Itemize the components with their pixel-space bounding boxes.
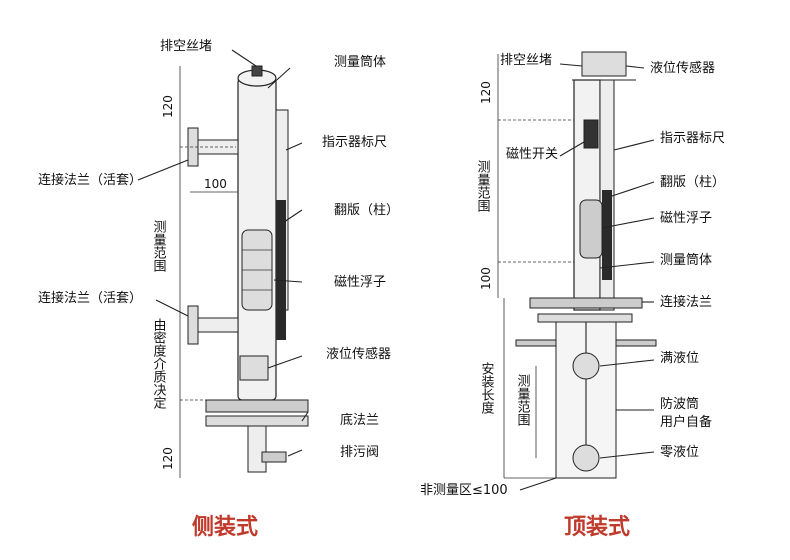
label-full-level-right: 满液位 — [660, 351, 699, 366]
zero-level-float — [572, 444, 600, 472]
flap-column-right — [602, 190, 612, 280]
label-magnetic-switch-right: 磁性开关 — [506, 147, 558, 162]
dim-top-120-left: 120 — [161, 95, 175, 118]
vent-plug-shape — [251, 65, 263, 77]
level-sensor-box — [239, 355, 269, 381]
dim-install-length-right: 安装长度 — [479, 362, 495, 414]
label-connect-flange-top-left: 连接法兰（活套） — [38, 172, 142, 188]
label-flap-column-left: 翻版（柱） — [334, 203, 399, 218]
dim-range2-right: 测量范围 — [515, 374, 531, 426]
label-magnetic-float-left: 磁性浮子 — [334, 275, 386, 290]
label-measure-tube-left: 测量筒体 — [334, 54, 386, 70]
label-vent-plug-right: 排空丝堵 — [500, 53, 552, 68]
top-mount-labels: 排空丝堵 液位传感器 指示器标尺 磁性开关 翻版（柱） 磁性浮子 测量筒体 连接… — [420, 53, 725, 540]
label-vent-plug-left: 排空丝堵 — [160, 39, 212, 54]
dim-range-left: 测量范围 — [151, 220, 167, 272]
caption-left: 侧装式 — [192, 515, 258, 540]
label-zero-level-right: 零液位 — [660, 445, 699, 460]
label-magnetic-float-right: 磁性浮子 — [660, 211, 712, 226]
dim-width-100-left: 100 — [204, 177, 227, 191]
label-connect-flange-bottom-left: 连接法兰（活套） — [38, 290, 142, 306]
measure-tube-right — [573, 79, 601, 311]
label-measure-tube-right: 测量筒体 — [660, 252, 712, 268]
dim-medium-density-left: 由密度介质决定 — [151, 318, 167, 410]
bottom-flange-plate — [187, 305, 199, 345]
label-indicator-scale-right: 指示器标尺 — [660, 131, 725, 146]
label-flap-column-right: 翻版（柱） — [660, 175, 725, 190]
drain-pipe — [247, 425, 267, 473]
label-connect-flange-right: 连接法兰 — [660, 294, 712, 310]
label-level-sensor-right: 液位传感器 — [650, 60, 715, 76]
label-indicator-scale-left: 指示器标尺 — [322, 135, 387, 150]
label-wave-tube-right: 防波筒 — [660, 396, 699, 412]
dim-top-120-right: 120 — [479, 81, 493, 104]
bottom-flange-pipe — [195, 317, 239, 333]
label-user-prepared-right: 用户自备 — [660, 414, 712, 430]
label-non-measure-right: 非测量区≤100 — [420, 483, 508, 498]
full-level-float — [572, 352, 600, 380]
label-level-sensor-left: 液位传感器 — [326, 346, 391, 362]
top-mount-gauge — [497, 51, 657, 491]
side-mount-labels: 排空丝堵 测量筒体 指示器标尺 翻版（柱） 连接法兰（活套） 磁性浮子 连接法兰… — [38, 39, 399, 540]
dim-bottom-120-left: 120 — [161, 447, 175, 470]
dim-gap-100-right: 100 — [479, 267, 493, 290]
magnetic-float-right — [579, 199, 603, 259]
label-bottom-flange-left: 底法兰 — [340, 412, 379, 428]
level-sensor-head — [581, 51, 627, 77]
side-mount-gauge — [137, 49, 309, 478]
drain-valve-shape — [261, 451, 287, 463]
caption-right: 顶装式 — [564, 515, 630, 540]
connect-flange-shape — [529, 297, 643, 309]
bottom-flange-shape — [205, 399, 309, 413]
flap-column-shape — [276, 200, 286, 340]
dim-range-right: 测量范围 — [475, 160, 491, 212]
magnetic-switch-shape — [583, 119, 599, 149]
label-drain-valve-left: 排污阀 — [340, 445, 379, 460]
